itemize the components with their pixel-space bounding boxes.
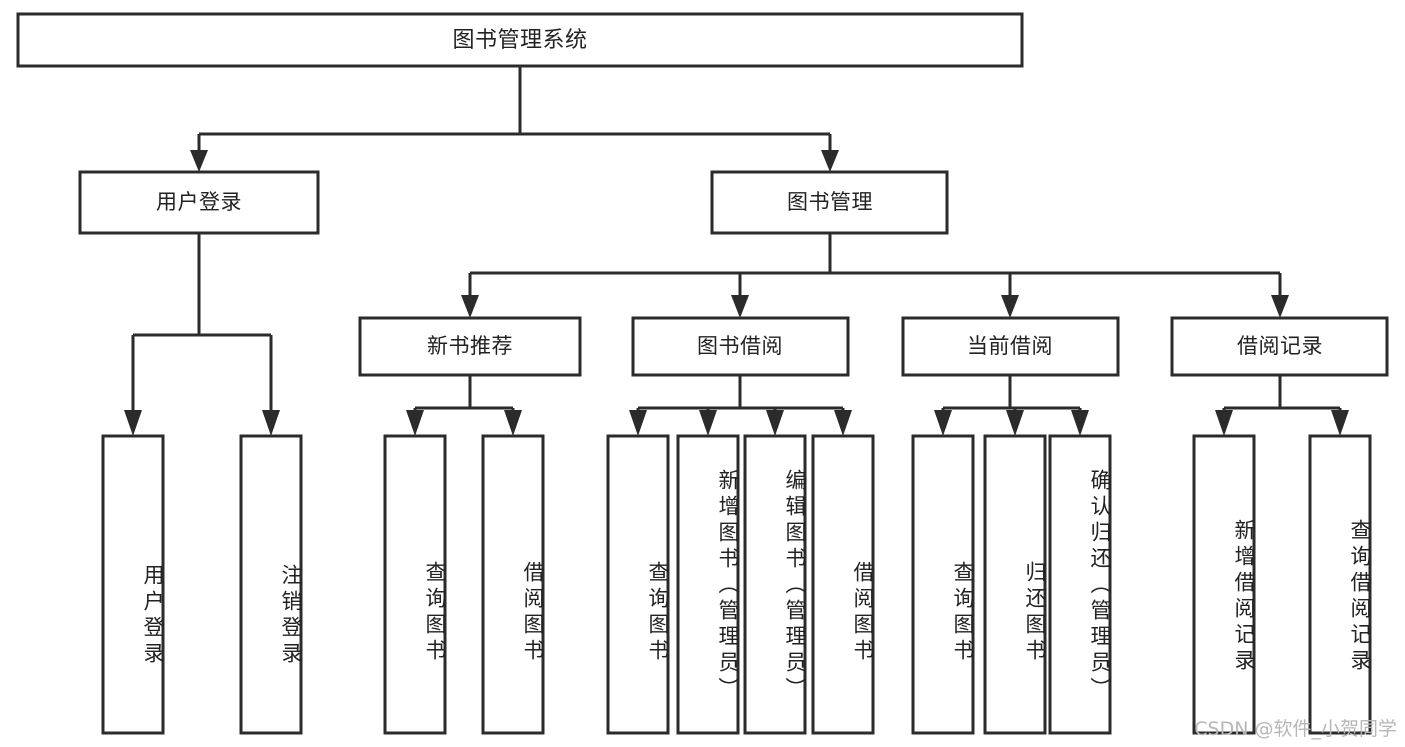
arrowhead-leaf-8 bbox=[834, 410, 852, 436]
arrowhead-to-current-borrow bbox=[1001, 295, 1019, 318]
arrowhead-to-new-book-rec bbox=[461, 295, 479, 318]
node-new-book-recommend-label: 新书推荐 bbox=[427, 334, 513, 358]
leaf-box-return-book[interactable] bbox=[983, 434, 1047, 735]
arrowhead-leaf-7 bbox=[766, 410, 784, 436]
leaf-box-confirm-return[interactable] bbox=[1048, 434, 1112, 735]
arrowhead-leaf-13 bbox=[1331, 410, 1349, 436]
leaf-box-add-book-admin[interactable] bbox=[676, 434, 740, 735]
leaf-box-borrow-book-nbr[interactable] bbox=[481, 434, 545, 735]
arrowhead-leaf-3 bbox=[406, 410, 424, 436]
leaf-box-query-book-bb[interactable] bbox=[606, 434, 670, 735]
node-book-management-label: 图书管理 bbox=[787, 190, 873, 214]
arrowhead-to-book-borrow bbox=[731, 295, 749, 318]
leaf-box-query-borrow-rec[interactable] bbox=[1308, 434, 1372, 735]
node-book-borrow[interactable]: 图书借阅 bbox=[631, 316, 850, 377]
connector-book-mgmt-to-level2 bbox=[461, 233, 1289, 318]
leaf-box-query-book-nbr[interactable] bbox=[383, 434, 447, 735]
arrowhead-to-borrow-record bbox=[1271, 295, 1289, 318]
node-book-management-box bbox=[710, 170, 949, 235]
node-root-label: 图书管理系统 bbox=[452, 28, 587, 53]
leaf-boxes-group bbox=[101, 434, 1372, 735]
node-user-login-label: 用户登录 bbox=[156, 190, 242, 214]
arrowhead-leaf-9 bbox=[934, 410, 952, 436]
node-root[interactable]: 图书管理系统 bbox=[16, 12, 1024, 68]
node-borrow-record-box bbox=[1170, 316, 1389, 377]
arrowhead-leaf-4 bbox=[504, 410, 522, 436]
node-new-book-recommend[interactable]: 新书推荐 bbox=[358, 316, 582, 377]
leaf-box-edit-book-admin[interactable] bbox=[743, 434, 807, 735]
connector-book-borrow-to-leaves bbox=[629, 375, 852, 436]
arrowhead-leaf-6 bbox=[699, 410, 717, 436]
node-borrow-record-label: 借阅记录 bbox=[1237, 334, 1323, 358]
connector-borrow-record-to-leaves bbox=[1215, 375, 1349, 436]
leaf-box-borrow-book-bb[interactable] bbox=[811, 434, 875, 735]
node-borrow-record[interactable]: 借阅记录 bbox=[1170, 316, 1389, 377]
leaf-box-logout[interactable] bbox=[239, 434, 303, 735]
arrowhead-leaf-2 bbox=[262, 410, 280, 436]
leaf-box-query-book-cb[interactable] bbox=[911, 434, 975, 735]
node-current-borrow-label: 当前借阅 bbox=[967, 334, 1053, 358]
connector-user-login-to-leaves bbox=[124, 233, 280, 436]
node-new-book-recommend-box bbox=[358, 316, 582, 377]
connector-new-book-rec-to-leaves bbox=[406, 375, 522, 436]
node-user-login[interactable]: 用户登录 bbox=[78, 170, 320, 235]
arrowhead-leaf-10 bbox=[1006, 410, 1024, 436]
arrowhead-to-user-login bbox=[190, 150, 208, 172]
arrowhead-leaf-12 bbox=[1215, 410, 1233, 436]
connector-current-borrow-to-leaves bbox=[934, 375, 1089, 436]
leaf-box-add-borrow-record[interactable] bbox=[1192, 434, 1256, 735]
node-current-borrow-box bbox=[901, 316, 1120, 377]
node-book-management[interactable]: 图书管理 bbox=[710, 170, 949, 235]
connector-root-to-level1 bbox=[190, 66, 839, 172]
arrowhead-to-book-mgmt bbox=[821, 150, 839, 172]
node-book-borrow-label: 图书借阅 bbox=[697, 334, 783, 358]
arrowhead-leaf-11 bbox=[1071, 410, 1089, 436]
arrowhead-leaf-5 bbox=[629, 410, 647, 436]
arrowhead-leaf-1 bbox=[124, 410, 142, 436]
node-root-box bbox=[16, 12, 1024, 68]
leaf-box-user-login[interactable] bbox=[101, 434, 165, 735]
node-current-borrow[interactable]: 当前借阅 bbox=[901, 316, 1120, 377]
node-book-borrow-box bbox=[631, 316, 850, 377]
csdn-watermark: CSDN @软件_小贺同学 bbox=[1194, 718, 1397, 740]
